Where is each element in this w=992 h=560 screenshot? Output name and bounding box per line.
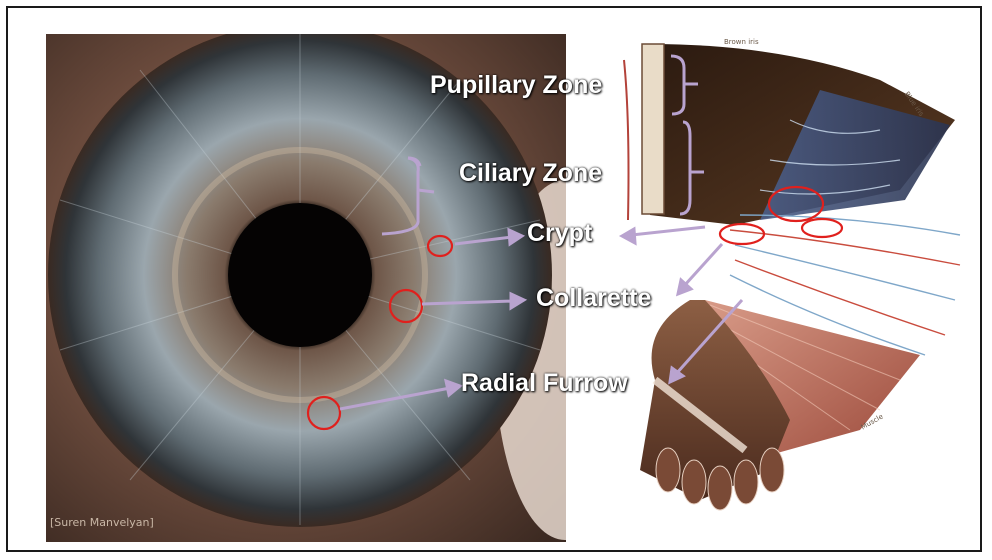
ciliary-zone-label: Ciliary Zone (459, 159, 602, 188)
photo-credit: [Suren Manvelyan] (50, 516, 154, 529)
radial-furrow-label: Radial Furrow (461, 369, 628, 398)
crypt-label: Crypt (527, 219, 592, 248)
collarette-label: Collarette (536, 284, 651, 313)
eye-photo (46, 23, 635, 542)
brown-iris-caption: Brown iris (724, 38, 759, 46)
pupillary-zone-label: Pupillary Zone (430, 71, 602, 100)
